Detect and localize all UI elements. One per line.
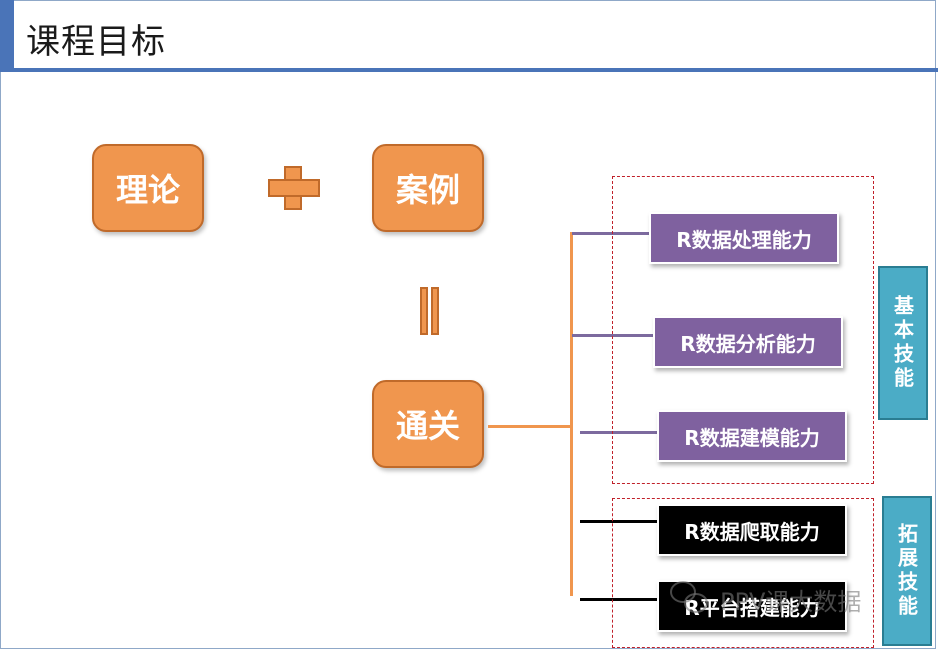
title-bar: 课程目标 bbox=[0, 0, 938, 72]
connector-branch-1 bbox=[572, 232, 650, 235]
connector-trunk bbox=[570, 232, 573, 596]
theory-box: 理论 bbox=[92, 144, 204, 232]
basic-skills-label: 基本技能 bbox=[878, 266, 928, 420]
connector-branch-4 bbox=[580, 520, 658, 523]
basic-skills-group bbox=[612, 176, 874, 484]
skill-data-processing: R数据处理能力 bbox=[649, 212, 839, 264]
watermark: PPV课大数据 bbox=[670, 576, 920, 622]
watermark-text: PPV课大数据 bbox=[720, 587, 862, 616]
skill-data-crawling: R数据爬取能力 bbox=[657, 504, 847, 556]
skill-data-analysis: R数据分析能力 bbox=[653, 316, 843, 368]
title-accent bbox=[0, 0, 14, 72]
extended-skills-label: 拓展技能 bbox=[882, 496, 932, 646]
extended-skills-group bbox=[612, 498, 874, 648]
cases-box: 案例 bbox=[372, 144, 484, 232]
connector-branch-5 bbox=[580, 598, 658, 601]
pass-box: 通关 bbox=[372, 380, 484, 468]
chat-bubble-icon bbox=[670, 579, 712, 619]
connector-branch-3 bbox=[580, 431, 658, 434]
title-rule bbox=[0, 68, 938, 72]
slide-title: 课程目标 bbox=[26, 22, 166, 62]
skill-data-modeling: R数据建模能力 bbox=[657, 410, 847, 462]
connector-main bbox=[488, 425, 572, 428]
connector-branch-2 bbox=[572, 334, 654, 337]
